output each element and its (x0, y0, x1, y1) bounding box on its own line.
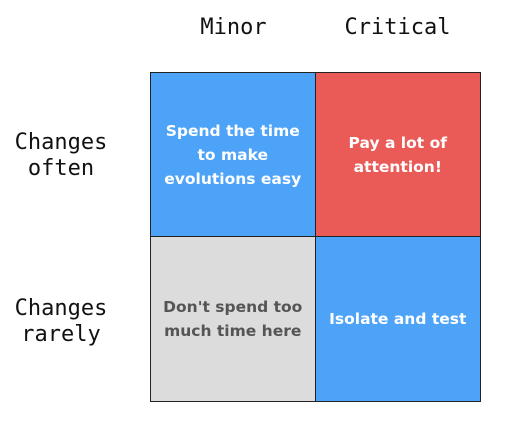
cell-rarely-critical-text: Isolate and test (329, 310, 467, 328)
cell-rarely-minor-text: Don't spend too much time here (163, 298, 303, 340)
cell-rarely-minor: Don't spend too much time here (151, 237, 316, 401)
row-header-changes-rarely: Changes rarely (14, 296, 108, 347)
cell-often-critical: Pay a lot of attention! (315, 73, 480, 237)
row-header-changes-often: Changes often (14, 130, 108, 181)
cell-often-critical-text: Pay a lot of attention! (348, 133, 447, 176)
cell-often-minor-text: Spend the time to make evolutions easy (164, 121, 302, 188)
cell-rarely-critical: Isolate and test (315, 237, 480, 401)
column-header-minor: Minor (200, 15, 267, 40)
cell-often-minor: Spend the time to make evolutions easy (151, 73, 316, 237)
priority-matrix: Spend the time to make evolutions easy P… (150, 72, 481, 402)
column-header-critical: Critical (344, 15, 451, 40)
